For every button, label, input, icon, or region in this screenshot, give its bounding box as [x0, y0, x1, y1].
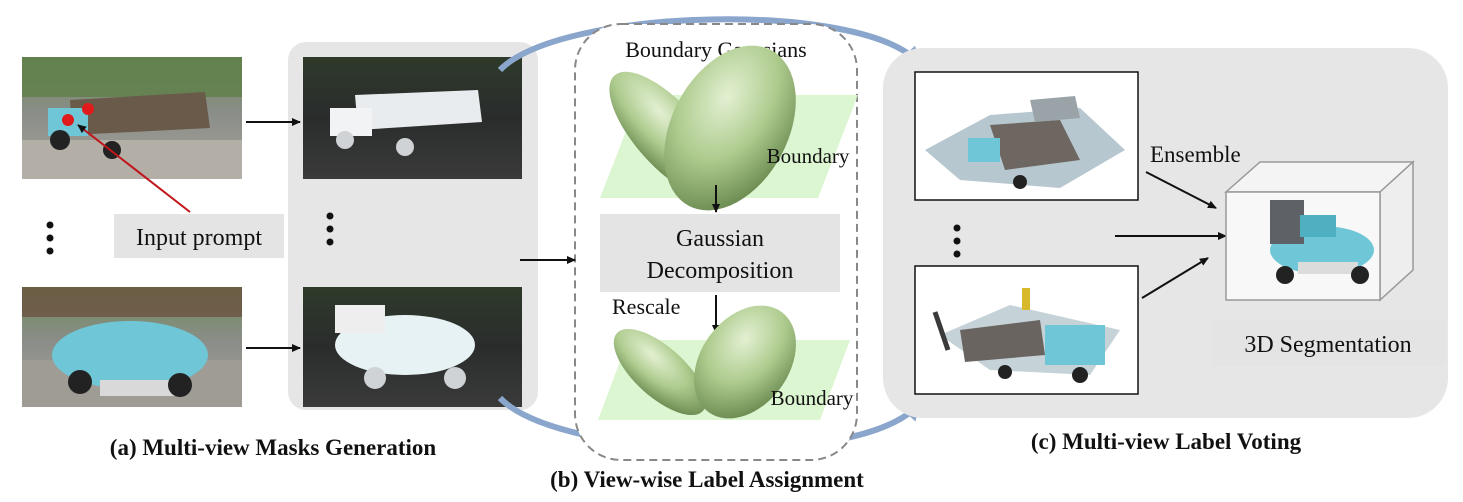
gaussian-ellipsoid	[613, 328, 707, 416]
caption-a: (a) Multi-view Masks Generation	[110, 435, 437, 460]
segmentation-label-box	[1212, 320, 1445, 366]
mask-image-top	[303, 57, 522, 179]
rendered-view-top	[914, 71, 1139, 201]
gaussian-ellipsoid	[694, 305, 796, 419]
arrow-ensemble-top	[1145, 171, 1217, 209]
segmentation-cube	[1224, 160, 1415, 302]
input-prompt-box	[114, 214, 284, 258]
segmented-truck	[1270, 200, 1374, 284]
boundary-label-bottom: Boundary	[771, 386, 854, 410]
decomposition-line2: Decomposition	[647, 258, 794, 284]
prompt-point	[62, 114, 74, 126]
ellipsis-dots	[46, 221, 54, 255]
prompt-pointer-arrow	[77, 124, 191, 213]
rendered-view-bottom	[914, 265, 1139, 395]
input-image-bottom	[22, 287, 242, 407]
boundary-label-top: Boundary	[767, 144, 850, 168]
panel-c: Ensemble 3D Segmentation (c) Multi-view …	[883, 48, 1448, 454]
mask-image-bottom	[303, 287, 522, 407]
caption-c: (c) Multi-view Label Voting	[1031, 429, 1302, 454]
input-image-top	[22, 57, 242, 179]
segmentation-label: 3D Segmentation	[1244, 332, 1411, 358]
prompt-point	[82, 103, 94, 115]
panel-a: Input prompt (a) Multi-view Masks G	[22, 42, 538, 460]
decomposition-box	[600, 214, 840, 292]
ensemble-label: Ensemble	[1150, 142, 1241, 167]
rescale-label: Rescale	[612, 294, 680, 319]
flow-arc-top	[497, 16, 921, 73]
arrow-ensemble-bottom	[1141, 257, 1209, 299]
caption-b: (b) View-wise Label Assignment	[550, 467, 864, 492]
decomposition-line1: Gaussian	[676, 226, 764, 252]
panel-b: Boundary Gaussians Boundary Gaussian Dec…	[497, 16, 921, 492]
gaussian-ellipsoid	[664, 45, 796, 211]
ellipsis-dots	[953, 224, 961, 258]
ellipsis-dots	[326, 212, 334, 246]
input-prompt-label: Input prompt	[136, 225, 262, 251]
